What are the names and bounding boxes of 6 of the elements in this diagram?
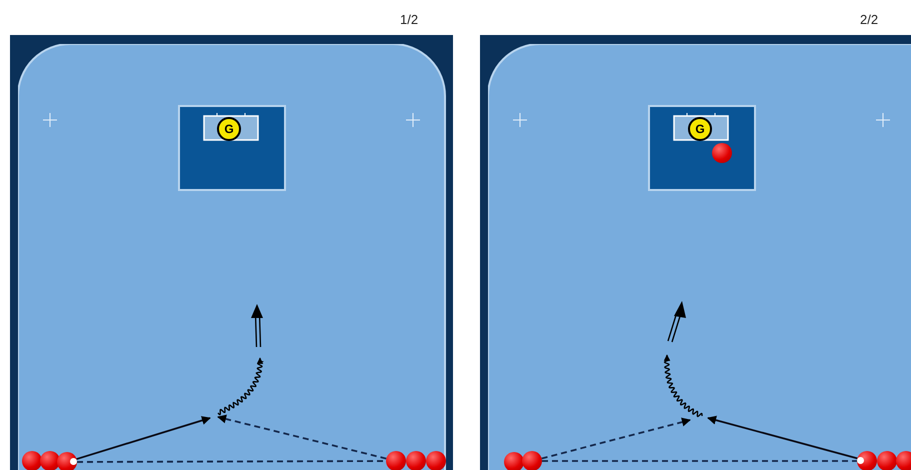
page-number: 1/2 (400, 11, 418, 29)
run-arrow (707, 416, 858, 460)
pass-arrow (541, 418, 691, 460)
run-arrow (76, 416, 211, 460)
pass-arrow (217, 414, 386, 460)
page-number: 2/2 (860, 11, 878, 29)
